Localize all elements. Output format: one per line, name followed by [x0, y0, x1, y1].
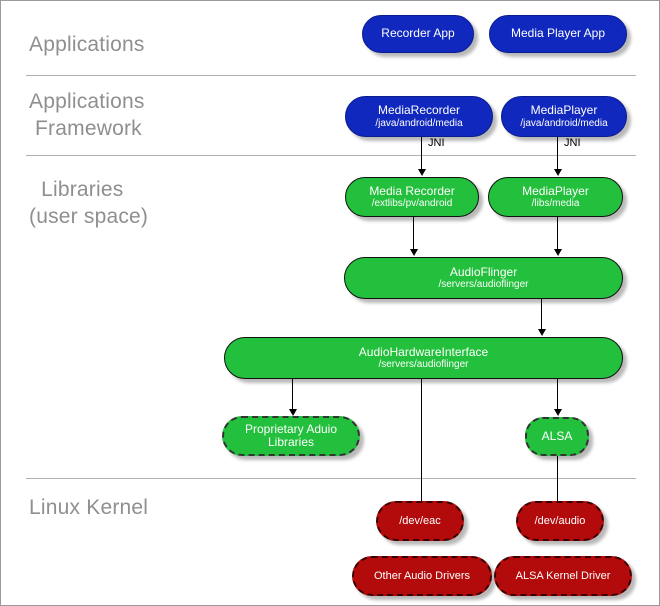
- layer-label-libraries: Libraries (user space): [29, 178, 149, 228]
- node-mediarecorder-framework-subtitle: /java/android/media: [375, 117, 463, 129]
- connector-flinger-ahi-arrow: [538, 329, 546, 336]
- node-other-audio-drivers[interactable]: Other Audio Drivers: [352, 556, 492, 596]
- connector-mediarecorder-jni-arrow: [418, 169, 426, 176]
- node-alsa[interactable]: ALSA: [525, 417, 589, 456]
- node-media-player-app-title: Media Player App: [510, 26, 606, 41]
- connector-ahi-deveac-line: [421, 379, 422, 505]
- connector-ahi-proprietary-arrow: [289, 409, 297, 416]
- connector-playerlib-flinger-line: [557, 217, 558, 251]
- node-audiohardwareinterface[interactable]: AudioHardwareInterface /servers/audiofli…: [224, 337, 623, 379]
- node-proprietary-audio-libs-title: Proprietary Aduio: [244, 421, 338, 436]
- connector-mediaplayer-jni-line: [557, 137, 558, 171]
- node-audioflinger[interactable]: AudioFlinger /servers/audioflinger: [344, 257, 623, 299]
- node-media-recorder-lib-title: Media Recorder: [369, 183, 455, 198]
- node-media-player-app[interactable]: Media Player App: [489, 15, 627, 53]
- node-dev-eac-title: /dev/eac: [399, 514, 441, 527]
- divider-libraries: [26, 478, 636, 479]
- node-alsa-title: ALSA: [541, 428, 573, 443]
- connector-recorderlib-flinger-arrow: [410, 249, 418, 256]
- edge-label-jni-player: JNI: [564, 137, 581, 149]
- divider-applications: [26, 75, 636, 76]
- node-alsa-kernel-driver[interactable]: ALSA Kernel Driver: [494, 556, 632, 596]
- node-recorder-app-title: Recorder App: [381, 26, 455, 41]
- divider-applications-framework: [26, 155, 636, 156]
- node-mediarecorder-framework[interactable]: MediaRecorder /java/android/media: [345, 96, 493, 137]
- connector-mediarecorder-jni-line: [421, 137, 422, 171]
- node-mediaplayer-framework-title: MediaPlayer: [530, 103, 598, 118]
- node-alsa-kernel-driver-title: ALSA Kernel Driver: [515, 569, 611, 582]
- connector-ahi-proprietary-line: [292, 379, 293, 411]
- connector-ahi-alsa-line: [557, 379, 558, 411]
- layer-label-applications-framework: Applications Framework: [29, 90, 145, 140]
- node-mediaplayer-framework[interactable]: MediaPlayer /java/android/media: [501, 96, 627, 137]
- node-audiohardwareinterface-subtitle: /servers/audioflinger: [378, 359, 469, 371]
- node-audioflinger-subtitle: /servers/audioflinger: [438, 279, 529, 291]
- connector-mediaplayer-jni-arrow: [554, 169, 562, 176]
- node-audioflinger-title: AudioFlinger: [449, 264, 518, 279]
- node-proprietary-audio-libs[interactable]: Proprietary Aduio Libraries: [222, 416, 360, 456]
- node-other-audio-drivers-title: Other Audio Drivers: [374, 569, 470, 582]
- node-audiohardwareinterface-title: AudioHardwareInterface: [358, 344, 489, 359]
- edge-label-jni-recorder: JNI: [428, 137, 445, 149]
- node-dev-audio-title: /dev/audio: [534, 514, 586, 527]
- connector-alsa-devaudio-line: [557, 456, 558, 505]
- node-media-recorder-lib-subtitle: /extlibs/pv/android: [371, 198, 453, 210]
- node-dev-eac[interactable]: /dev/eac: [376, 501, 464, 541]
- node-recorder-app[interactable]: Recorder App: [362, 15, 474, 53]
- node-mediaplayer-lib-subtitle: /libs/media: [531, 198, 580, 210]
- node-mediaplayer-framework-subtitle: /java/android/media: [520, 117, 608, 129]
- connector-flinger-ahi-line: [541, 299, 542, 331]
- layer-label-applications: Applications: [29, 33, 145, 56]
- connector-ahi-alsa-arrow: [554, 409, 562, 416]
- node-mediarecorder-framework-title: MediaRecorder: [377, 103, 461, 118]
- node-proprietary-audio-libs-subtitle: Libraries: [267, 435, 315, 449]
- node-mediaplayer-lib[interactable]: MediaPlayer /libs/media: [488, 177, 623, 217]
- node-media-recorder-lib[interactable]: Media Recorder /extlibs/pv/android: [345, 177, 479, 217]
- connector-recorderlib-flinger-line: [413, 217, 414, 251]
- connector-playerlib-flinger-arrow: [554, 249, 562, 256]
- node-dev-audio[interactable]: /dev/audio: [516, 501, 604, 541]
- layer-label-linux-kernel: Linux Kernel: [29, 496, 149, 519]
- node-mediaplayer-lib-title: MediaPlayer: [522, 183, 589, 198]
